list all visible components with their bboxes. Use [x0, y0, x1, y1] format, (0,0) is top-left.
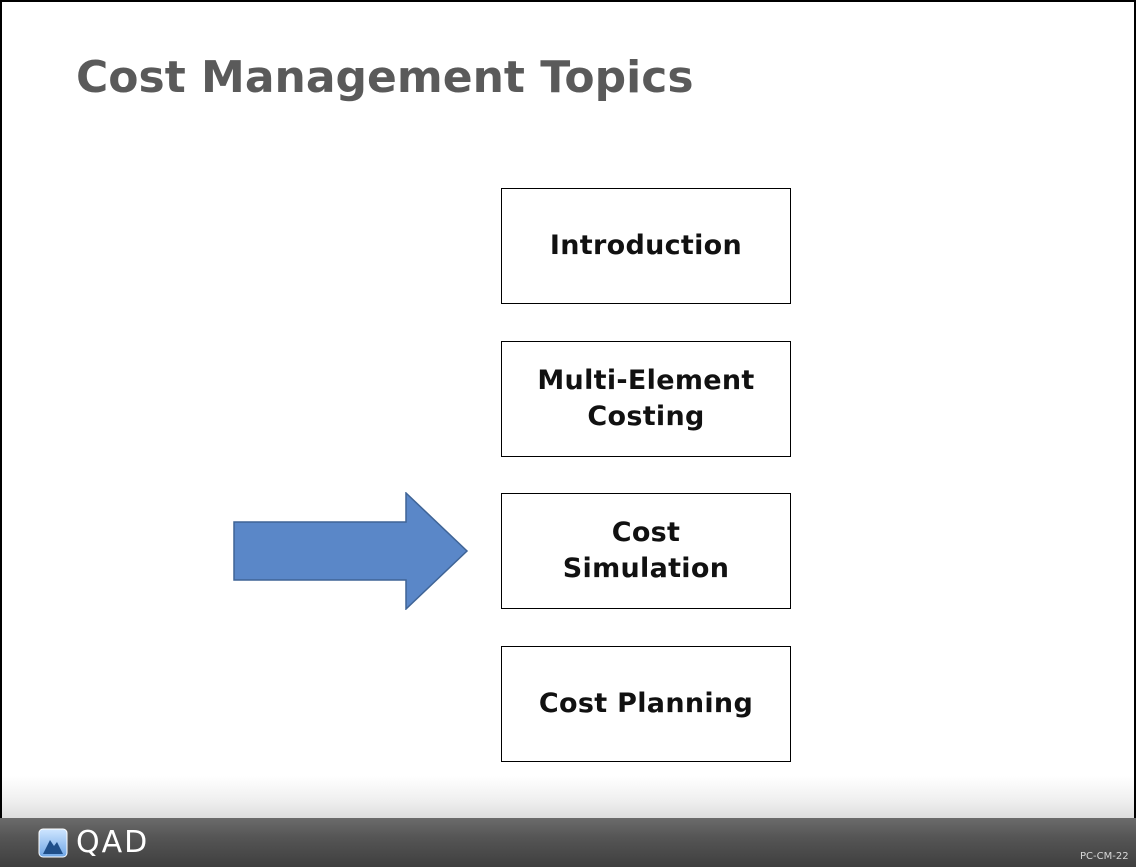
slide-code: PC-CM-22: [1080, 851, 1129, 862]
right-arrow-icon: [233, 492, 469, 610]
topic-box-multi-element-costing: Multi-Element Costing: [501, 341, 791, 457]
logo-text: QAD: [76, 825, 150, 860]
footer-fade: [2, 776, 1134, 818]
slide-title: Cost Management Topics: [76, 52, 694, 103]
qad-logo: QAD: [38, 824, 149, 862]
topic-box-introduction: Introduction: [501, 188, 791, 304]
arrow-shape: [233, 492, 469, 610]
topic-label: Introduction: [549, 230, 743, 261]
topic-box-cost-simulation: Cost Simulation: [501, 493, 791, 609]
topic-label: Cost Planning: [538, 688, 754, 719]
topic-label: Cost Simulation: [562, 517, 730, 584]
topic-label: Multi-Element Costing: [537, 365, 755, 432]
footer-bar: [0, 818, 1136, 867]
qad-logo-icon: [38, 828, 68, 858]
topic-box-cost-planning: Cost Planning: [501, 646, 791, 762]
